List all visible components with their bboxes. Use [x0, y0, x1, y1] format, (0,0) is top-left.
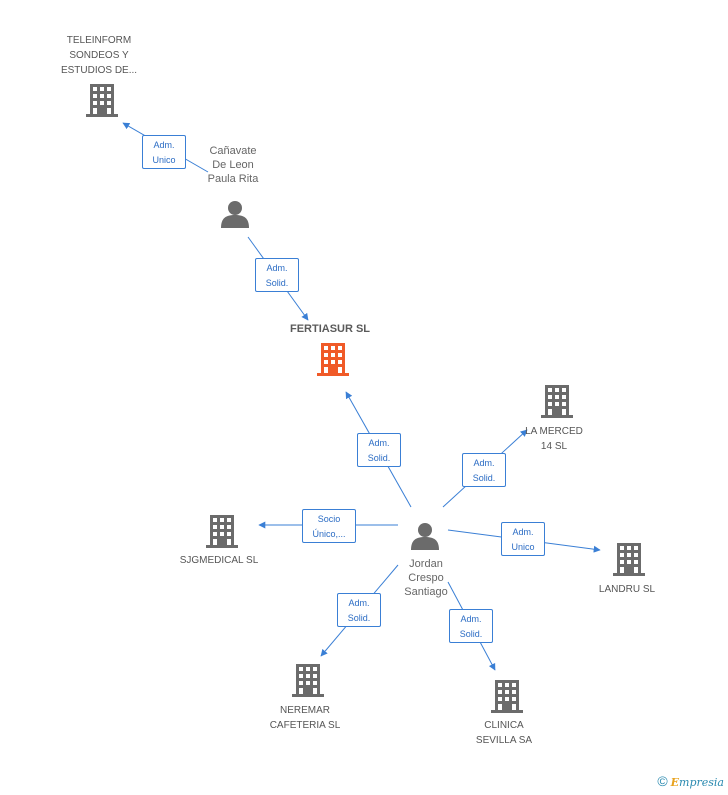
- building-icon[interactable]: [86, 84, 118, 117]
- node-label-canavate[interactable]: Cañavate De Leon Paula Rita: [207, 145, 259, 185]
- node-label-clinica[interactable]: CLINICA SEVILLA SA: [475, 720, 533, 746]
- building-icon[interactable]: [613, 543, 645, 576]
- edge-label-adm-solid[interactable]: Adm. Solid.: [462, 453, 506, 487]
- node-label-teleinform[interactable]: TELEINFORM SONDEOS Y ESTUDIOS DE...: [60, 35, 138, 76]
- edge-label-adm-unico[interactable]: Adm. Unico: [501, 522, 545, 556]
- node-label-neremar[interactable]: NEREMAR CAFETERIA SL: [269, 705, 341, 731]
- building-icon[interactable]: [206, 515, 238, 548]
- footer-credit: ©Empresia: [657, 773, 724, 789]
- building-icon[interactable]: [491, 680, 523, 713]
- building-icon[interactable]: [292, 664, 324, 697]
- building-icon[interactable]: [541, 385, 573, 418]
- edge-label-socio-unico[interactable]: Socio Único,...: [302, 509, 356, 543]
- node-label-jordan[interactable]: Jordan Crespo Santiago: [404, 558, 448, 598]
- edge-label-adm-solid[interactable]: Adm. Solid.: [255, 258, 299, 292]
- node-label-lamerced[interactable]: LA MERCED 14 SL: [525, 426, 583, 452]
- node-label-fertiasur[interactable]: FERTIASUR SL: [289, 323, 371, 335]
- node-label-sjgmedical[interactable]: SJGMEDICAL SL: [179, 555, 259, 566]
- building-icon-main[interactable]: [317, 343, 349, 376]
- brand-logo[interactable]: Empresia: [670, 776, 724, 789]
- edge-label-adm-solid[interactable]: Adm. Solid.: [357, 433, 401, 467]
- edge-label-adm-unico[interactable]: Adm. Unico: [142, 135, 186, 169]
- edge-label-adm-solid[interactable]: Adm. Solid.: [449, 609, 493, 643]
- node-label-landru[interactable]: LANDRU SL: [598, 584, 656, 595]
- person-icon[interactable]: [221, 201, 249, 228]
- person-icon[interactable]: [411, 523, 439, 550]
- copyright-icon: ©: [657, 773, 668, 789]
- edge-label-adm-solid[interactable]: Adm. Solid.: [337, 593, 381, 627]
